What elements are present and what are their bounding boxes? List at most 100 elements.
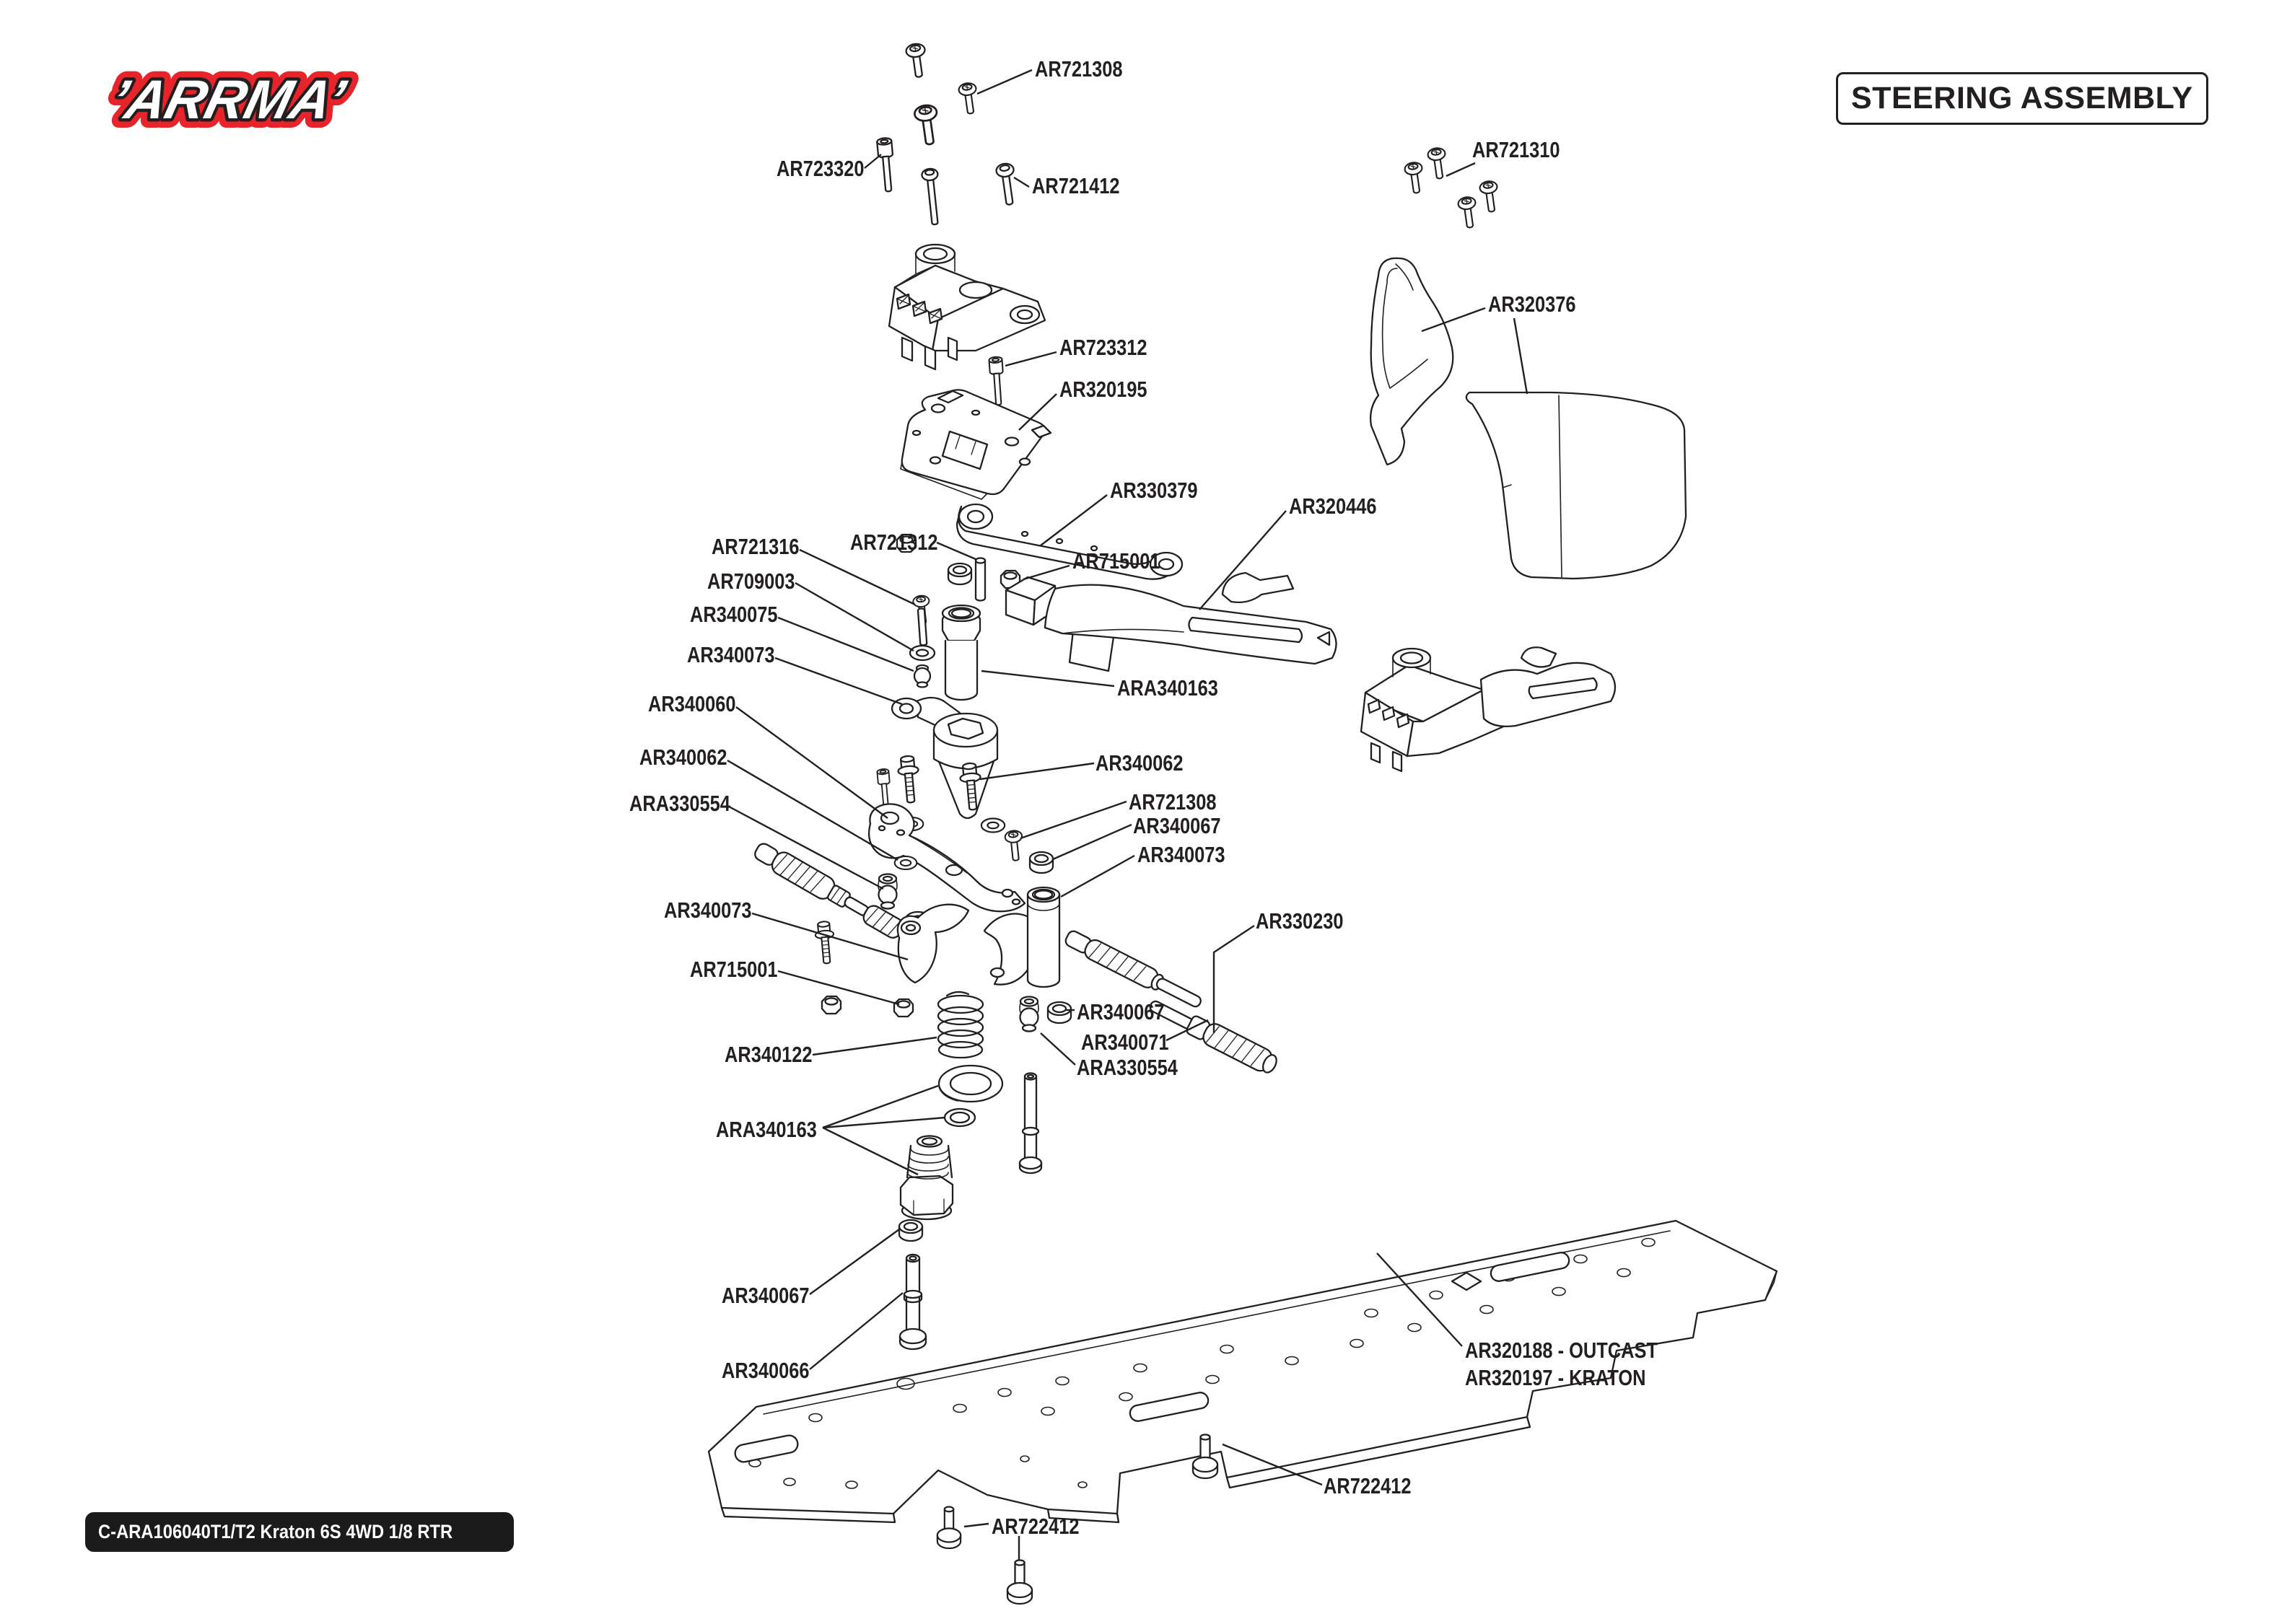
leader-line — [1513, 317, 1529, 395]
part-servo-guard-left — [1369, 257, 1454, 466]
part-label-ar722412-36: AR722412 — [992, 1514, 1080, 1539]
leader-line — [1446, 162, 1476, 177]
part-label-ar721310-3: AR721310 — [1472, 137, 1560, 162]
leader-line — [981, 670, 1115, 688]
part-label-ar715001-25: AR715001 — [690, 957, 778, 982]
part-servo-saver-adjuster-set — [899, 1064, 1004, 1221]
leader-line — [1005, 351, 1057, 367]
leader-line — [777, 970, 900, 1006]
part-label-ar320197-kraton-34: AR320197 - KRATON — [1465, 1365, 1646, 1390]
leader-line — [1212, 924, 1255, 1033]
page-title: STEERING ASSEMBLY — [1836, 72, 2208, 125]
part-label-ar320446-8: AR320446 — [1289, 493, 1377, 519]
leader-line — [751, 912, 909, 961]
part-steering-drag-link — [867, 803, 1026, 913]
part-label-ar320195-6: AR320195 — [1059, 377, 1147, 402]
part-label-ar340062-17: AR340062 — [639, 745, 727, 770]
part-label-ar722412-35: AR722412 — [1324, 1473, 1412, 1498]
arrma-logo: ’ARRMA’ ’ARRMA’ — [72, 60, 375, 140]
leader-line — [809, 1292, 904, 1370]
page-title-text: STEERING ASSEMBLY — [1851, 81, 2193, 115]
hardware-horn — [896, 533, 1021, 602]
part-label-ar340122-28: AR340122 — [725, 1042, 813, 1067]
part-label-ar340062-18: AR340062 — [1096, 750, 1184, 776]
part-label-ara340163-15: ARA340163 — [1117, 675, 1218, 701]
part-steering-post-upper — [941, 604, 981, 701]
part-servo-saver-spring — [937, 991, 984, 1059]
leader-line — [1020, 800, 1127, 840]
part-label-ar715001-11: AR715001 — [1072, 548, 1160, 574]
arrma-logo-outline: ’ARRMA’ — [104, 69, 351, 131]
part-servo-horn-link — [955, 503, 1184, 580]
leader-line — [799, 548, 916, 606]
part-steering-rod-upper — [1064, 930, 1202, 1008]
model-code-text: C-ARA106040T1/T2 Kraton 6S 4WD 1/8 RTR — [98, 1521, 453, 1542]
part-servo-guard-right — [1465, 391, 1687, 580]
leader-line — [976, 69, 1033, 95]
part-steering-post-screw — [1018, 1072, 1043, 1175]
part-top-plate — [900, 389, 1052, 500]
part-label-ar340075-13: AR340075 — [690, 602, 778, 627]
part-label-ar721316-10: AR721316 — [712, 534, 800, 559]
part-label-ar340066-32: AR340066 — [722, 1358, 810, 1383]
leader-line — [809, 1229, 900, 1295]
leader-line — [1052, 823, 1132, 861]
leader-line — [812, 1036, 937, 1056]
part-assembled-steering — [1360, 646, 1617, 773]
part-label-ar721412-2: AR721412 — [1032, 173, 1120, 198]
part-label-ar340067-21: AR340067 — [1133, 813, 1221, 838]
part-label-ar709003-12: AR709003 — [707, 569, 795, 594]
leader-line — [979, 762, 1095, 781]
part-label-ar330230-24: AR330230 — [1256, 908, 1344, 934]
leader-line — [795, 581, 914, 652]
part-label-ar340071-27: AR340071 — [1081, 1030, 1169, 1055]
part-bellcrank-right — [983, 913, 1033, 986]
part-steering-rack-arm — [1005, 571, 1337, 672]
leader-line — [1060, 854, 1135, 898]
part-steering-post-lower — [1026, 886, 1061, 988]
part-bellcrank-left — [896, 903, 970, 984]
leader-line — [727, 759, 898, 861]
part-label-ar340060-16: AR340060 — [648, 691, 736, 716]
leader-line — [777, 616, 914, 672]
leader-line — [1166, 1019, 1209, 1042]
leader-line — [1421, 307, 1486, 333]
leader-line — [1040, 1032, 1076, 1066]
leader-line — [1376, 1252, 1463, 1347]
part-label-ara330554-19: ARA330554 — [629, 791, 730, 816]
leader-line — [822, 1084, 939, 1129]
leader-line — [963, 1522, 989, 1528]
part-servo-mount-block — [888, 243, 1046, 371]
leader-line — [1023, 564, 1070, 581]
part-label-ar320188-outcast-33: AR320188 - OUTCAST — [1465, 1338, 1658, 1363]
part-label-ar340073-23: AR340073 — [664, 897, 752, 923]
part-label-ar340073-22: AR340073 — [1137, 842, 1225, 867]
leader-line — [936, 541, 976, 561]
leader-line — [1013, 176, 1030, 188]
leader-line — [728, 805, 884, 890]
leader-line — [1040, 494, 1108, 546]
leader-line — [1222, 1443, 1323, 1486]
hardware-post-stack — [909, 594, 936, 688]
leader-line — [774, 657, 903, 706]
part-label-ar340073-14: AR340073 — [687, 642, 775, 667]
part-label-ar340067-31: AR340067 — [722, 1283, 810, 1308]
part-label-ar723312-5: AR723312 — [1059, 335, 1147, 360]
part-label-ara340163-30: ARA340163 — [716, 1117, 817, 1142]
part-label-ar340067-26: AR340067 — [1077, 999, 1165, 1024]
part-label-ar330379-7: AR330379 — [1110, 478, 1198, 503]
leader-line — [822, 1126, 919, 1176]
part-label-ar721308-0: AR721308 — [1035, 56, 1123, 82]
leader-line — [822, 1116, 946, 1129]
part-label-ar721312-9: AR721312 — [850, 530, 938, 555]
part-label-ara330554-29: ARA330554 — [1077, 1055, 1178, 1080]
part-servo-saver-horn — [891, 696, 999, 820]
part-chassis-plate — [707, 1219, 1778, 1524]
leader-line — [864, 154, 882, 169]
leader-line — [735, 706, 888, 819]
part-steering-rod-lower — [1149, 1000, 1277, 1074]
arrma-logo-text: ’ARRMA’ — [104, 69, 351, 131]
